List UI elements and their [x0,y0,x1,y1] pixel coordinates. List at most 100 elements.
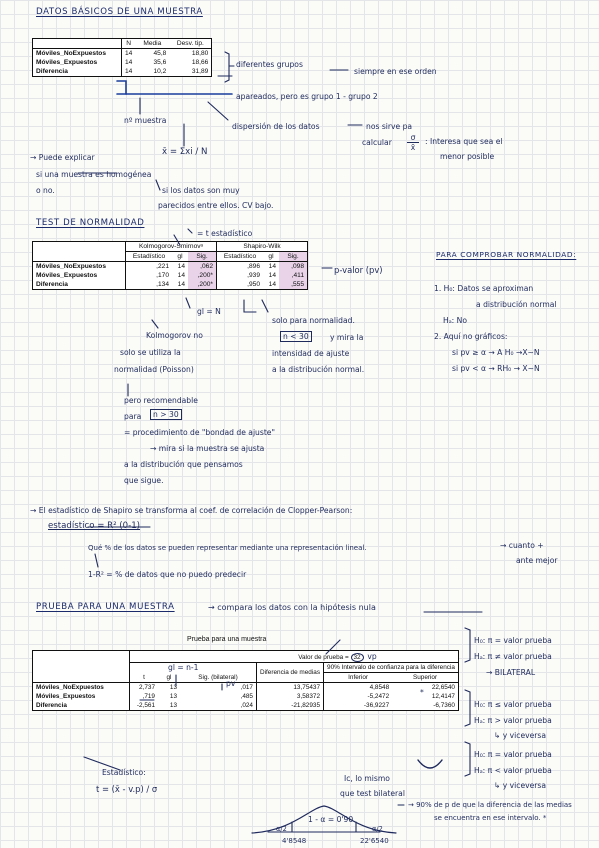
shapiro-note-3b: → cuanto + [500,541,544,550]
note-rec-6: que sigue. [124,476,164,485]
note-rec-5: a la distribución que pensamos [124,460,243,469]
hypothesis-2-h0: H₀: π ≤ valor prueba [474,700,552,709]
note-statistic-formula: t = (x̄ - v.p) / σ [96,784,158,794]
shapiro-note-3c: ante mejor [516,556,558,565]
one-sample-table: Valor de prueba = 32 vp Diferencia de me… [32,650,459,711]
note-star: * [420,688,424,697]
curve-center-label: 1 - α = 0'90 [308,815,354,824]
note-explain-3: o no. [36,186,55,195]
col-header-desv: Desv. tip. [169,38,213,49]
curve-right-alpha: α/2 [372,825,383,833]
note-explain-5: parecidos entre ellos. CV bajo. [158,201,274,210]
note-rec-1: pero recomendable [124,396,198,405]
col-header-gl: gl [158,672,180,683]
descriptives-table: N Media Desv. tip. Móviles_NoExpuestos 1… [32,38,213,77]
normality-table: Kolmogorov-Smirnovᵃ Shapiro-Wilk Estadís… [32,241,308,290]
shapiro-note-4: 1-R² = % de datos que no puedo predecir [88,570,247,579]
note-interest: : Interesa que sea el [425,137,503,146]
table-row: Móviles_NoExpuestos 14 45,8 18,80 [32,48,213,58]
cv-numerator: σ [407,133,419,143]
note-sample-n: nº muestra [124,116,167,125]
box-n-greater-30: n > 30 [150,409,182,420]
test-value-label: Valor de prueba = [298,654,349,661]
box-n-less-30: n < 30 [280,331,312,342]
right-2a: 2. Aquí no gráficos: [434,332,508,341]
note-order: siempre en ese orden [354,67,437,76]
note-gl-n: gl = N [197,307,221,316]
note-rec-3: = procedimiento de "bondad de ajuste" [124,428,275,437]
right-1c: Hₐ: No [443,316,467,325]
shapiro-note-3: Qué % de los datos se pueden representar… [88,544,367,552]
hypothesis-1-ha: Hₐ: π ≠ valor prueba [474,652,552,661]
cv-denominator: x̄ [410,143,416,152]
table-row: Diferencia ,134 14 ,200* ,950 14 ,555 [32,280,308,290]
hypothesis-2-ha: Hₐ: π > valor prueba [474,716,552,725]
section-title-basic-data: DATOS BÁSICOS DE UNA MUESTRA [36,7,203,17]
col-header-sup: Superior [392,672,459,683]
note-ks-1: Kolmogorov no [146,331,203,340]
note-paired: apareados, pero es grupo 1 - grupo 2 [236,92,378,101]
col-header-ci: 90% Intervalo de confianza para la difer… [323,662,459,673]
note-groups: diferentes grupos [236,60,303,69]
right-1b: a distribución normal [476,300,557,309]
note-pv: pv [226,679,236,688]
note-ks-3: normalidad (Poisson) [114,365,194,374]
hypothesis-3-note: ↳ y viceversa [494,781,547,790]
note-rec-2: para [124,412,142,421]
note-pvalue: p-valor (pv) [334,265,383,275]
note-sw-2: y mira la [330,333,364,342]
note-vp: vp [367,652,377,661]
shapiro-note-1: → El estadístico de Shapiro se transform… [30,506,353,515]
test-value: 32 [350,653,364,662]
note-small: menor posible [440,152,495,161]
table-row: Móviles_NoExpuestos 2,737 13 ,017 13,754… [32,682,459,692]
right-2b: si pv ≥ α → A H₀ →X~N [452,348,540,357]
note-ci-2: que test bilateral [340,789,405,798]
hypothesis-3-h0: H₀: π = valor prueba [474,750,552,759]
formula-mean: x̄ = Σxi / N [162,147,208,157]
table-row: Diferencia 14 10,2 31,89 [32,67,213,77]
note-dispersion: dispersión de los datos [232,122,320,131]
note-statistic-label: Estadístico: [102,768,146,777]
note-t-statistic: = t estadístico [197,229,253,238]
note-sw-1: solo para normalidad. [272,316,355,325]
note-explain-1: → Puede explicar [30,153,95,162]
col-header-media: Media [135,38,170,49]
group-header-sw: Shapiro-Wilk [216,241,308,252]
note-explain-4: si los datos son muy [162,186,240,195]
table-row: Móviles_Expuestos ,719 13 ,485 3,58372 -… [32,692,459,701]
shapiro-note-2: estadístico = R² (0-1) [48,521,141,531]
hypothesis-2-note: ↳ y viceversa [494,731,547,740]
section-title-normality: TEST DE NORMALIDAD [36,218,145,228]
group-header-ks: Kolmogorov-Smirnovᵃ [125,241,217,252]
section-subtitle-one-sample: → compara los datos con la hipótesis nul… [208,603,376,612]
note-sw-3: intensidad de ajuste [272,349,350,358]
note-ci-4: se encuentra en ese intervalo. * [434,814,547,822]
table-row: Móviles_Expuestos ,170 14 ,200* ,939 14 … [32,271,308,280]
note-gl-n-minus-1: gl = n-1 [168,663,199,672]
right-2c: si pv < α → RH₀ → X~N [452,364,540,373]
curve-left-alpha: α/2 [276,825,287,833]
table-row: Móviles_Expuestos 14 35,6 18,66 [32,58,213,67]
hypothesis-3-ha: Hₐ: π < valor prueba [474,766,552,775]
note-explain-2: si una muestra es homogénea [36,170,152,179]
hypothesis-1-h0: H₀: π = valor prueba [474,636,552,645]
note-ci-3: → 90% de p de que la diferencia de las m… [408,801,572,809]
curve-x-left: 4'8548 [282,837,307,845]
col-header-t: t [129,672,158,683]
note-sw-4: a la distribución normal. [272,365,365,374]
col-header-inf: Inferior [323,672,393,683]
section-title-one-sample: PRUEBA PARA UNA MUESTRA [36,602,175,612]
right-1a: 1. H₀: Datos se aproximan [434,284,534,293]
hypothesis-1-note: → BILATERAL [486,668,536,677]
curve-x-right: 22'6540 [360,837,389,845]
note-ci-1: Ic, lo mismo [344,774,390,783]
col-header-mean-diff: Diferencia de medias [255,662,324,683]
col-header-n: N [121,38,136,49]
one-sample-caption: Prueba para una muestra [187,636,267,643]
note-use: nos sirve pa [366,122,413,131]
note-ks-2: solo se utiliza la [120,348,181,357]
note-rec-4: → mira si la muestra se ajusta [150,444,265,453]
table-row: Diferencia -2,561 13 ,024 -21,82935 -36,… [32,701,459,711]
col-header-sig: Sig. (bilateral) [180,672,257,683]
